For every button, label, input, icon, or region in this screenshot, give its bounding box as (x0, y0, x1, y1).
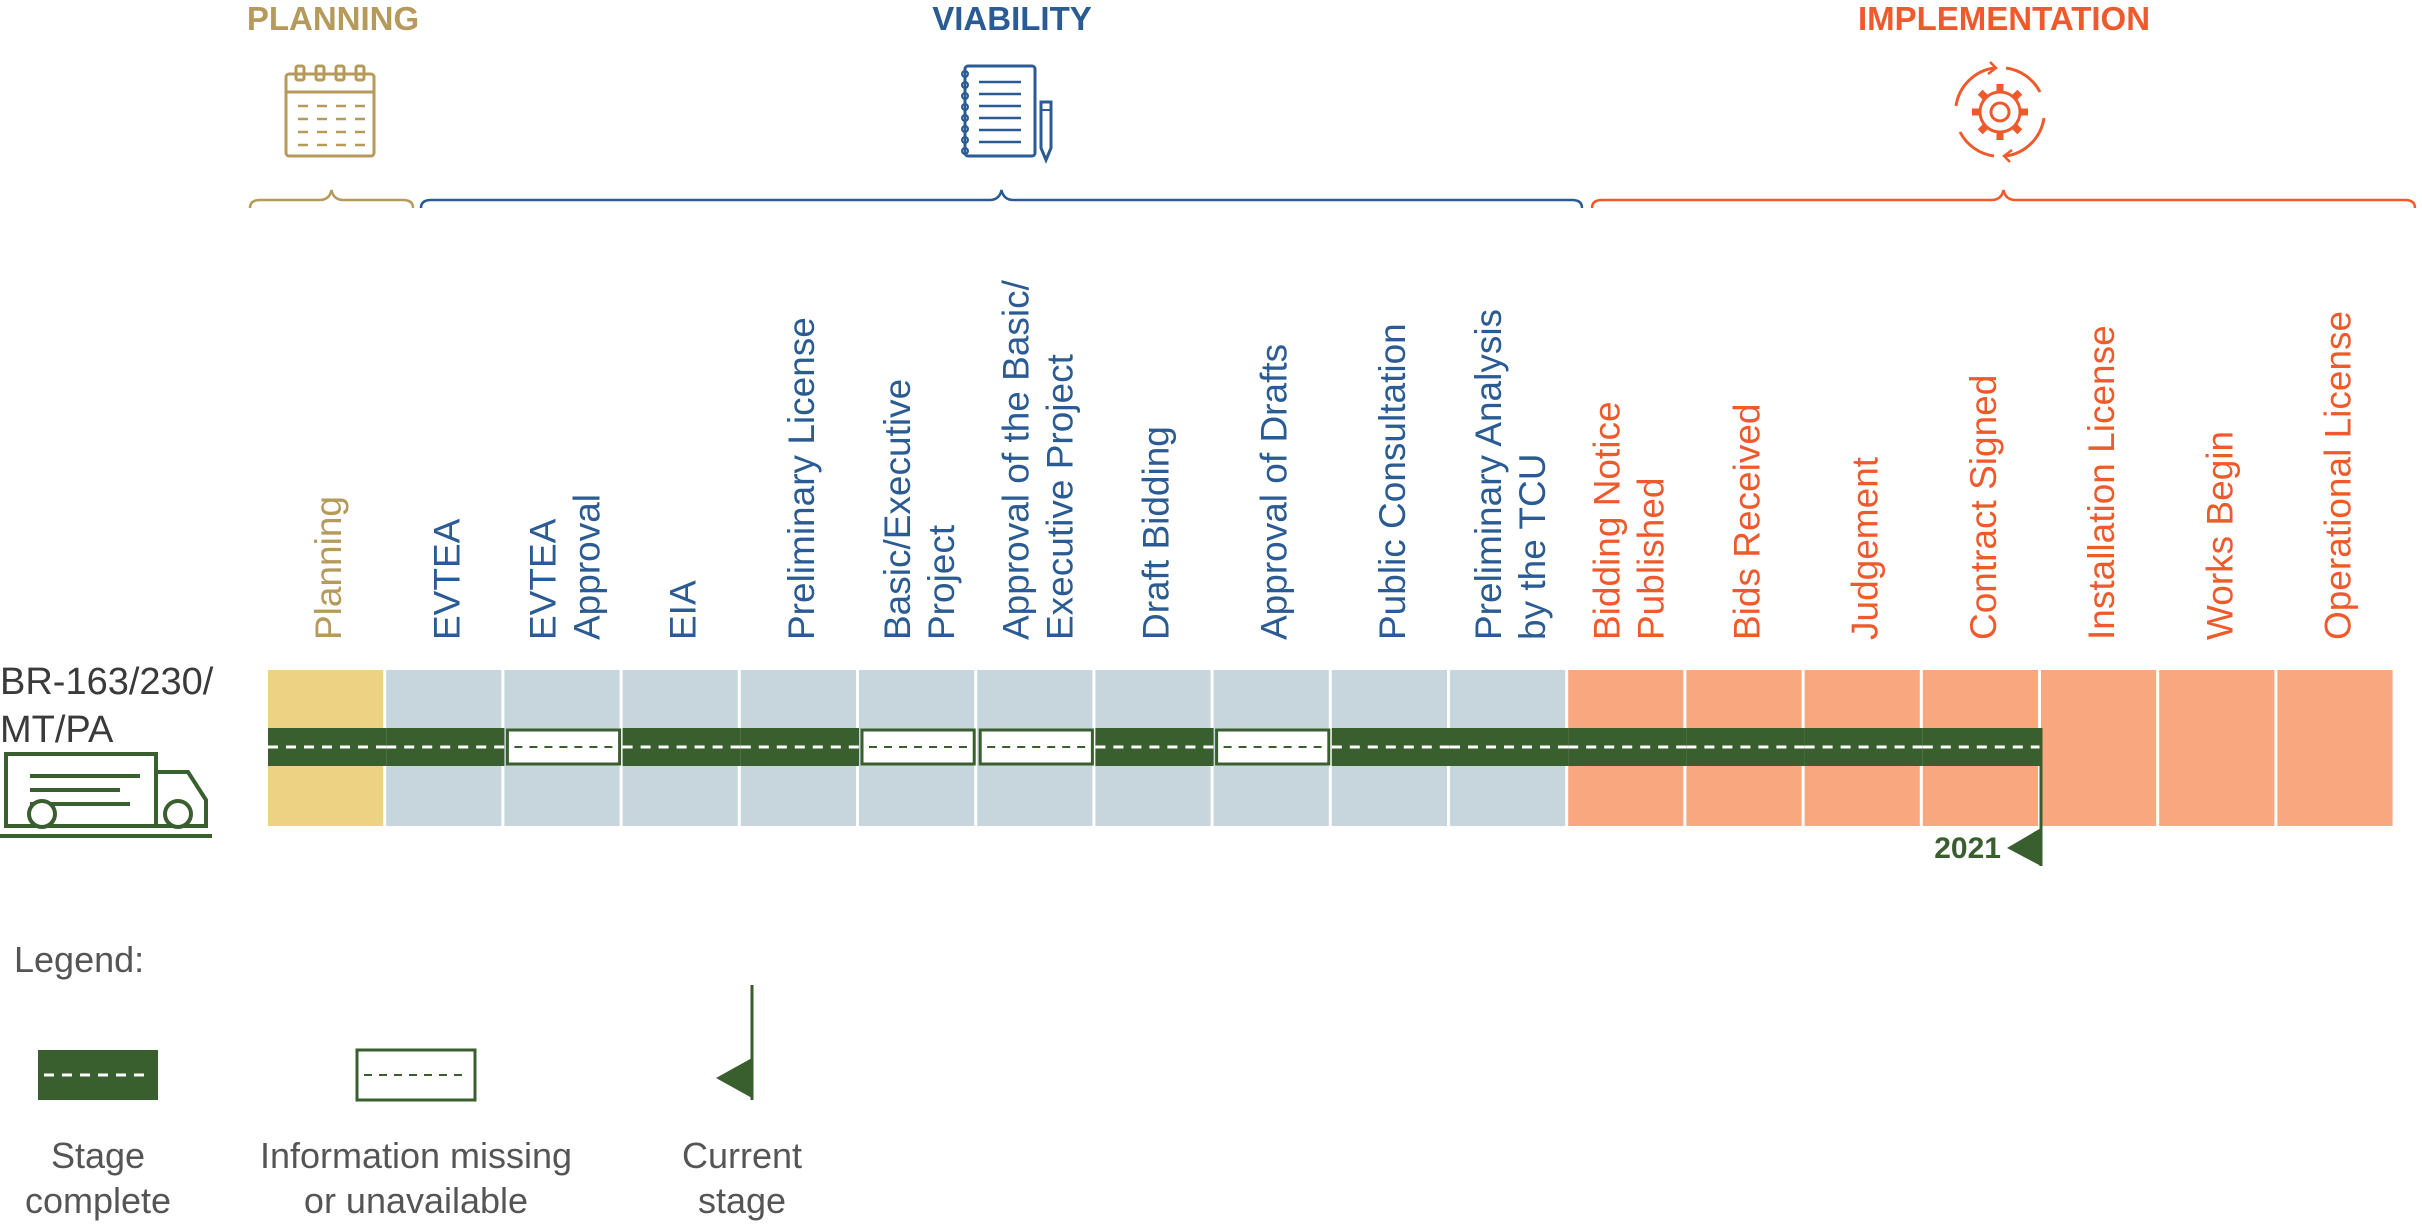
stage-label-line: Judgement (1845, 456, 1886, 640)
phase-title-viability: VIABILITY (932, 0, 1092, 37)
stage-label: EIA (663, 580, 704, 640)
stage-label-line: Contract Signed (1963, 375, 2004, 640)
stage-label: Public Consultation (1372, 323, 1413, 640)
stage-label-line: Installation License (2081, 325, 2122, 640)
current-stage-marker: 2021 (1934, 728, 2043, 866)
current-stage-flag (2007, 828, 2041, 866)
stage-label-line: Approval of the Basic/ (995, 279, 1036, 640)
stage-label: Planning (308, 496, 349, 640)
stage-cell (2041, 670, 2157, 826)
stage-label-line: EVTEA (426, 518, 467, 640)
stage-label: Contract Signed (1963, 375, 2004, 640)
legend-label-complete: complete (25, 1180, 171, 1221)
phase-brace-implementation (1590, 189, 2417, 209)
notepad-pen-icon (961, 64, 1053, 164)
gear-cycle-icon (1954, 61, 2046, 163)
stage-label: Approval of Drafts (1254, 344, 1295, 640)
stage-label-line: Public Consultation (1372, 323, 1413, 640)
stage-label-line: Bids Received (1727, 403, 1768, 640)
route: BR-163/230/MT/PA (0, 661, 214, 838)
phase-brace-viability (419, 189, 1584, 209)
stage-label-line: Approval (567, 494, 608, 640)
stage-label-line: Preliminary License (781, 317, 822, 640)
stage-label-line: Works Begin (2199, 431, 2240, 640)
legend-label-missing: Information missing (260, 1135, 572, 1176)
truck-icon (0, 752, 212, 838)
legend-title: Legend: (14, 939, 144, 980)
route-label: BR-163/230/ (0, 661, 214, 703)
stage-label-line: Project (921, 524, 962, 640)
stage-cell (2159, 670, 2275, 826)
stage-label: Preliminary License (781, 317, 822, 640)
stage-label-line: Executive Project (1039, 353, 1080, 640)
stage-label: Judgement (1845, 456, 1886, 640)
stage-label-line: Bidding Notice (1586, 401, 1627, 640)
phase-title-implementation: IMPLEMENTATION (1858, 0, 2150, 37)
stage-label-line: EVTEA (523, 518, 564, 640)
stage-label-line: EIA (663, 580, 704, 640)
phase-brace-planning (248, 189, 415, 209)
legend-flag-icon (716, 1058, 752, 1098)
stage-label: EVTEA (426, 518, 467, 640)
route-label: MT/PA (0, 709, 114, 751)
phase-title-planning: PLANNING (247, 0, 419, 37)
progress-road (268, 728, 2041, 766)
stage-label-line: Basic/Executive (877, 379, 918, 640)
legend-label-missing: or unavailable (304, 1180, 528, 1221)
legend-label-current: Current (682, 1135, 802, 1176)
stage-label: Approval of the Basic/Executive Project (995, 279, 1080, 640)
stage-label-line: Published (1630, 477, 1671, 640)
legend-label-complete: Stage (51, 1135, 145, 1176)
calendar-icon (284, 64, 376, 158)
stage-label-line: Draft Bidding (1136, 426, 1177, 640)
stage-label: Bids Received (1727, 403, 1768, 640)
stage-label-line: Planning (308, 496, 349, 640)
stage-cell (2277, 670, 2393, 826)
phase-header: PLANNING VIABILITY IMPLEMENTATION (247, 0, 2417, 209)
stage-label: Works Begin (2199, 431, 2240, 640)
stage-label-line: Operational License (2318, 311, 2359, 640)
current-stage-year: 2021 (1934, 832, 2001, 865)
stage-label: Operational License (2318, 311, 2359, 640)
stage-label-line: by the TCU (1512, 454, 1553, 640)
legend-label-current: stage (698, 1180, 786, 1221)
stage-label-line: Preliminary Analysis (1468, 309, 1509, 640)
stage-label: Installation License (2081, 325, 2122, 640)
stage-label: Draft Bidding (1136, 426, 1177, 640)
stage-label-line: Approval of Drafts (1254, 344, 1295, 640)
